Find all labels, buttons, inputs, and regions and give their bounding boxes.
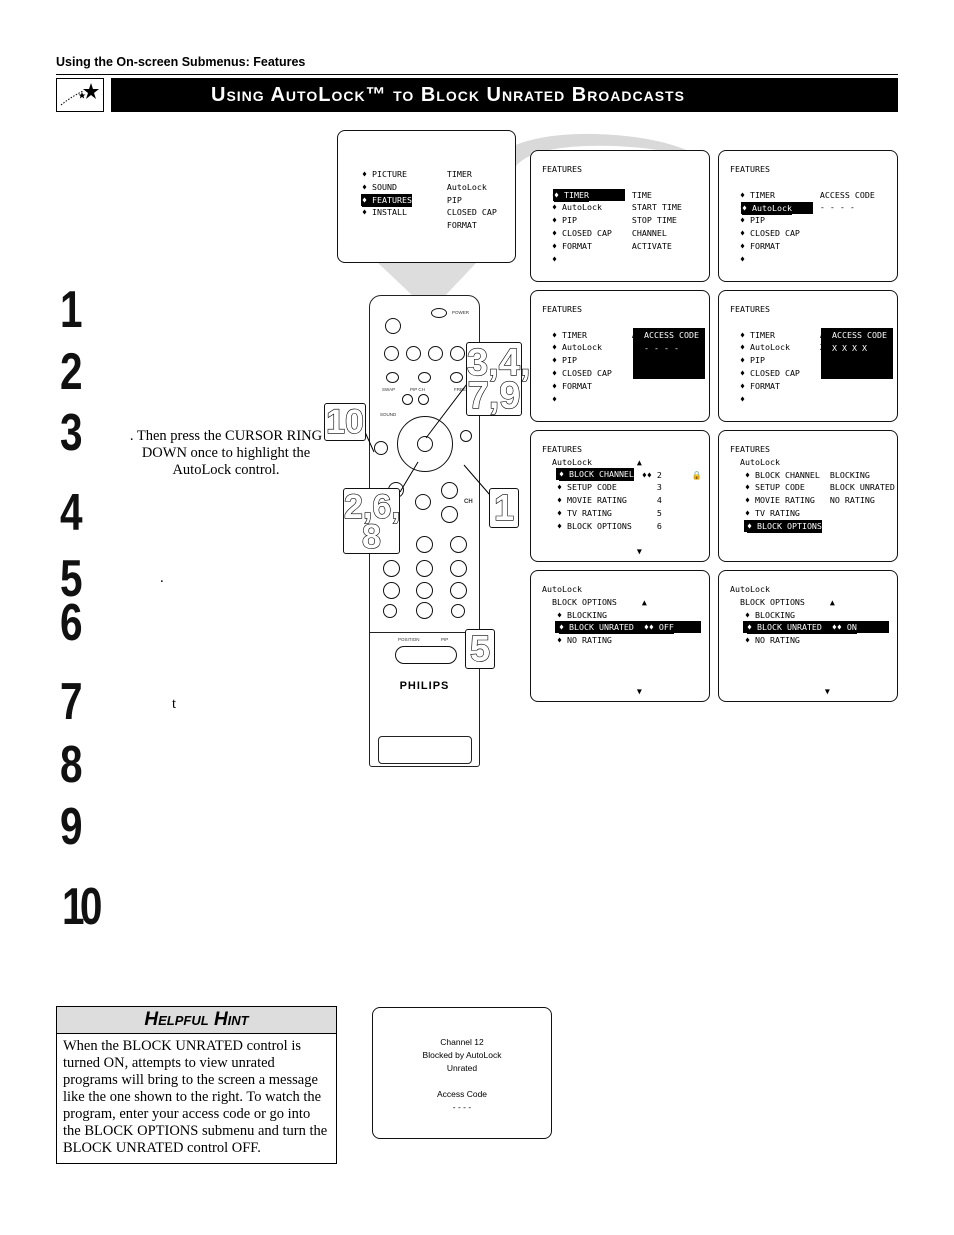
swap-label: SWAP bbox=[382, 387, 396, 392]
screen-beam-graphic bbox=[377, 262, 477, 298]
callout-step-1: 1 bbox=[489, 488, 519, 528]
hint-title: Helpful Hint bbox=[57, 1007, 336, 1034]
main-menu-highlight: ♦ FEATURES bbox=[362, 194, 412, 207]
callout-leader-lines bbox=[364, 379, 491, 496]
screen-1-highlight: ♦ TIMER bbox=[554, 189, 589, 202]
cursor-ring[interactable] bbox=[397, 416, 453, 472]
step-number-3: 3 bbox=[60, 404, 83, 462]
digit-5-button[interactable] bbox=[450, 560, 467, 577]
fast-forward-button[interactable] bbox=[450, 346, 465, 361]
autolock-block-options-screen: FEATURES AutoLock ♦ BLOCK CHANNEL BLOCKI… bbox=[718, 430, 898, 562]
digit-2-button[interactable] bbox=[450, 536, 467, 553]
main-menu-screen: ♦ PICTURE TIMER ♦ SOUND AutoLock ♦ FEATU… bbox=[337, 130, 516, 263]
screen-4-highlight: ACCESS CODE X X X X bbox=[832, 329, 887, 355]
callout-steps-2-6-8: 2,6, 8 bbox=[343, 488, 401, 556]
ch-up-button[interactable] bbox=[441, 482, 458, 499]
blocked-message-text: Channel 12 Blocked by AutoLock Unrated A… bbox=[422, 1037, 502, 1112]
sound-label: SOUND bbox=[380, 412, 397, 417]
menu-select-button[interactable] bbox=[460, 430, 472, 442]
digit-4-button[interactable] bbox=[416, 560, 433, 577]
block-unrated-on-screen: AutoLock BLOCK OPTIONS ▲ ♦ BLOCKING ♦ BL… bbox=[718, 570, 898, 702]
access-code-screen-empty: FEATURES ♦ TIMER ACCESS CODE ♦ AutoLock … bbox=[530, 290, 710, 422]
power-button[interactable] bbox=[431, 308, 447, 318]
screen-7-highlight: ♦ BLOCK UNRATED ♦♦ OFF bbox=[559, 621, 674, 634]
ch-down-button[interactable] bbox=[441, 506, 458, 523]
screen-2-highlight: ♦ AutoLock bbox=[742, 202, 792, 215]
step-number-4: 4 bbox=[60, 484, 83, 542]
block-unrated-off-screen: AutoLock BLOCK OPTIONS ▲ ♦ BLOCKING ♦ BL… bbox=[530, 570, 710, 702]
callout-steps-3-4-7-9: 3,4, 7,9 bbox=[466, 342, 531, 417]
pip-ch-label: PIP CH bbox=[410, 387, 425, 392]
position-rocker[interactable] bbox=[395, 646, 457, 664]
digit-8-button[interactable] bbox=[450, 582, 467, 599]
step-7-text: t bbox=[172, 696, 177, 712]
screen-5-text: FEATURES AutoLock ▲ ♦ BLOCK CHANNEL ♦♦ 2… bbox=[542, 444, 703, 557]
step-number-6: 6 bbox=[60, 594, 83, 652]
av-button[interactable] bbox=[383, 604, 397, 618]
helpful-hint-box: Helpful Hint When the BLOCK UNRATED cont… bbox=[56, 1006, 337, 1164]
screen-1-text: FEATURES ♦ TIMER TIME ♦ AutoLock START T… bbox=[542, 164, 682, 264]
step-number-2: 2 bbox=[60, 343, 83, 401]
callout-step-5: 5 bbox=[465, 629, 495, 669]
brand-logo: PHILIPS bbox=[399, 680, 450, 692]
access-code-screen-entered: FEATURES ♦ TIMER ACCESS CODE ♦ AutoLock … bbox=[718, 290, 898, 422]
shooting-star-icon bbox=[56, 78, 104, 112]
section-label: Using the On-screen Submenus: Features bbox=[56, 55, 306, 69]
step-number-7: 7 bbox=[60, 673, 83, 731]
features-screen-autolock: FEATURES ♦ TIMER ACCESS CODE ♦ AutoLock … bbox=[718, 150, 898, 282]
pip-ch-up-button[interactable] bbox=[418, 394, 429, 405]
digit-0-button[interactable] bbox=[416, 602, 433, 619]
rewind-button[interactable] bbox=[384, 346, 399, 361]
callout-step-10: 10 bbox=[324, 403, 366, 441]
screen-8-text: AutoLock BLOCK OPTIONS ▲ ♦ BLOCKING ♦ BL… bbox=[730, 584, 855, 697]
step-number-5: 5 bbox=[60, 550, 83, 608]
screen-8-highlight: ♦ BLOCK UNRATED ♦♦ ON bbox=[747, 621, 857, 634]
surf-button[interactable] bbox=[451, 604, 465, 618]
step-5-text: . bbox=[160, 570, 164, 586]
digit-7-button[interactable] bbox=[416, 582, 433, 599]
pause-button[interactable] bbox=[385, 318, 401, 334]
hint-body: When the BLOCK UNRATED control is turned… bbox=[63, 1038, 328, 1156]
vcr-button[interactable] bbox=[418, 372, 431, 383]
position-label: POSITION bbox=[398, 637, 420, 642]
digit-1-button[interactable] bbox=[416, 536, 433, 553]
pip-label: PIP bbox=[441, 637, 449, 642]
step-number-1: 1 bbox=[60, 281, 83, 339]
screen-3-highlight: ACCESS CODE - - - - bbox=[644, 329, 699, 355]
page-title: Using AutoLock™ to Block Unrated Broadca… bbox=[111, 78, 898, 112]
ch-label: CH bbox=[464, 499, 473, 505]
stop-button[interactable] bbox=[406, 346, 421, 361]
tv-button[interactable] bbox=[386, 372, 399, 383]
cursor-center-button[interactable] bbox=[417, 436, 433, 452]
pip-ch-down-button[interactable] bbox=[402, 394, 413, 405]
mute-button[interactable] bbox=[415, 494, 431, 510]
power-label: POWER bbox=[452, 310, 470, 315]
screen-6-highlight: ♦ BLOCK OPTIONS bbox=[747, 520, 822, 533]
remote-battery-cover bbox=[378, 736, 472, 764]
screen-swoosh-graphic bbox=[482, 133, 691, 166]
step-number-10: 10 bbox=[62, 878, 102, 936]
screen-5-highlight: ♦ BLOCK CHANNEL bbox=[559, 468, 634, 481]
features-screen-timer: FEATURES ♦ TIMER TIME ♦ AutoLock START T… bbox=[530, 150, 710, 282]
digit-6-button[interactable] bbox=[383, 582, 400, 599]
status-exit-button[interactable] bbox=[374, 441, 388, 455]
blocked-message-screen: Channel 12 Blocked by AutoLock Unrated A… bbox=[372, 1007, 552, 1139]
digit-3-button[interactable] bbox=[383, 560, 400, 577]
autolock-block-channel-screen: FEATURES AutoLock ▲ ♦ BLOCK CHANNEL ♦♦ 2… bbox=[530, 430, 710, 562]
step-number-9: 9 bbox=[60, 798, 83, 856]
step-3-text: . Then press the CURSOR RING DOWN once t… bbox=[129, 428, 323, 478]
screen-7-text: AutoLock BLOCK OPTIONS ▲ ♦ BLOCKING ♦ BL… bbox=[542, 584, 672, 697]
header-rule bbox=[56, 74, 898, 75]
step-number-8: 8 bbox=[60, 736, 83, 794]
play-button[interactable] bbox=[428, 346, 443, 361]
acc-button[interactable] bbox=[450, 372, 463, 383]
